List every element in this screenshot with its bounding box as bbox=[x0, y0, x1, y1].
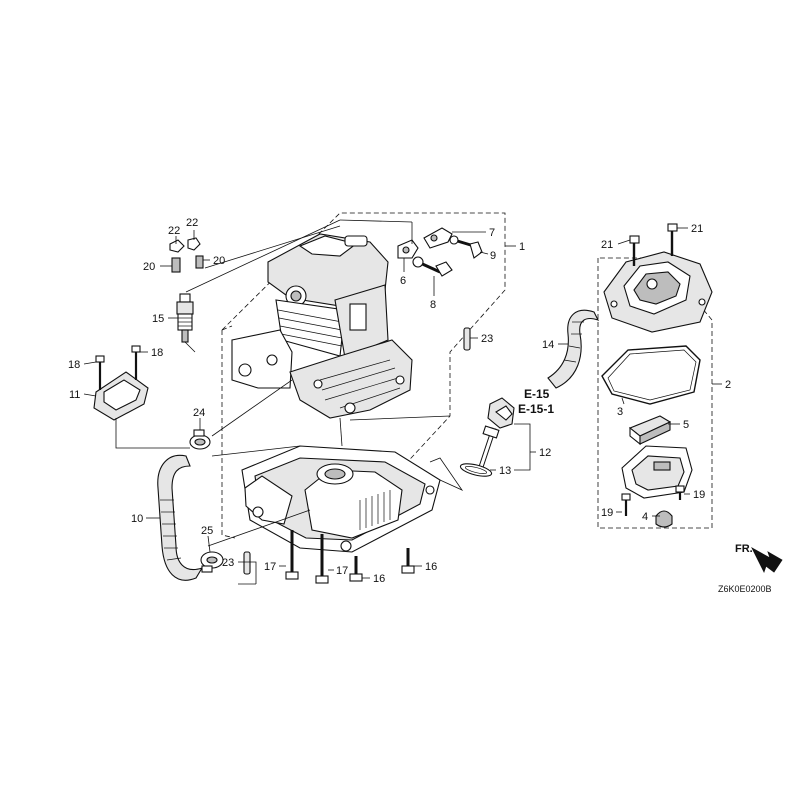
callout-17a: 17 bbox=[264, 561, 276, 573]
callout-22a: 22 bbox=[168, 225, 180, 237]
front-label: FR. bbox=[735, 543, 753, 555]
callout-13: 13 bbox=[499, 465, 511, 477]
rocker-arm-7 bbox=[423, 227, 453, 249]
rocker-arm-6 bbox=[397, 239, 419, 259]
bolt-16-right bbox=[401, 548, 415, 574]
cylinder-block bbox=[231, 233, 413, 419]
callout-10: 10 bbox=[131, 513, 143, 525]
callout-7: 7 bbox=[489, 227, 495, 239]
oil-pan bbox=[241, 417, 441, 553]
callout-16a: 16 bbox=[373, 573, 385, 585]
callout-4: 4 bbox=[642, 511, 648, 523]
callout-5: 5 bbox=[683, 419, 689, 431]
breather-tube-14 bbox=[547, 309, 600, 389]
callout-24: 24 bbox=[193, 407, 205, 419]
diagram-id: Z6K0E0200B bbox=[718, 584, 772, 594]
ref-e15-1: E-15-1 bbox=[518, 402, 554, 416]
callout-11: 11 bbox=[69, 389, 80, 401]
bolt-21-left bbox=[629, 235, 640, 266]
bolt-18-right bbox=[131, 345, 141, 380]
callout-14: 14 bbox=[542, 339, 554, 351]
callout-20b: 20 bbox=[213, 255, 225, 267]
bolt-18-left bbox=[95, 355, 105, 390]
callout-9: 9 bbox=[490, 250, 496, 262]
callout-18a: 18 bbox=[68, 359, 80, 371]
bolt-21-right bbox=[667, 223, 678, 256]
bolt-17-left bbox=[285, 530, 299, 580]
rocker-pivot-8 bbox=[412, 256, 453, 277]
cover-plate-11 bbox=[93, 371, 149, 421]
cross-references: E-15 E-15-1 bbox=[518, 387, 554, 416]
callout-12: 12 bbox=[539, 447, 551, 459]
bolt-19-right bbox=[675, 485, 685, 500]
arrow-right-down-icon bbox=[751, 547, 783, 574]
callout-21b: 21 bbox=[691, 223, 703, 235]
callout-21a: 21 bbox=[601, 239, 613, 251]
head-cover-gasket bbox=[601, 345, 701, 405]
hose-clamp-24 bbox=[189, 429, 211, 450]
callout-18b: 18 bbox=[151, 347, 163, 359]
spark-plug-15 bbox=[176, 293, 196, 353]
callout-8: 8 bbox=[430, 299, 436, 311]
callout-23b: 23 bbox=[222, 557, 234, 569]
bolt-17-right bbox=[315, 534, 329, 584]
hose-clamp-25 bbox=[200, 551, 224, 573]
oil-filler-cap-12 bbox=[477, 397, 515, 471]
bolt-16-left bbox=[349, 556, 363, 582]
callout-6: 6 bbox=[400, 275, 406, 287]
nut-22-left bbox=[169, 239, 185, 253]
callout-19a: 19 bbox=[601, 507, 613, 519]
ref-e15: E-15 bbox=[524, 387, 550, 401]
callout-1: 1 bbox=[519, 241, 525, 253]
bolt-19-left bbox=[621, 493, 631, 516]
callout-25: 25 bbox=[201, 525, 213, 537]
callout-2: 2 bbox=[725, 379, 731, 391]
callout-3: 3 bbox=[617, 406, 623, 418]
nut-22-right bbox=[187, 237, 201, 251]
stud-20-right bbox=[195, 255, 204, 269]
callout-17b: 17 bbox=[336, 565, 348, 577]
callout-23a: 23 bbox=[481, 333, 493, 345]
callout-labels: 1 2 3 4 5 6 7 8 9 10 11 12 13 14 15 16 1… bbox=[68, 217, 731, 585]
drain-hose-10 bbox=[157, 454, 204, 581]
callout-19b: 19 bbox=[693, 489, 705, 501]
grommet-4 bbox=[655, 510, 673, 528]
dowel-pin-23-top bbox=[463, 327, 471, 351]
o-ring-13 bbox=[459, 463, 493, 477]
breather-plate bbox=[621, 445, 693, 499]
callout-15: 15 bbox=[152, 313, 164, 325]
rocker-pivot-9 bbox=[449, 235, 483, 259]
dowel-pin-23-bottom bbox=[243, 551, 251, 575]
callout-20a: 20 bbox=[143, 261, 155, 273]
callout-16b: 16 bbox=[425, 561, 437, 573]
leader-lines bbox=[83, 219, 722, 585]
head-cover bbox=[603, 251, 713, 333]
front-indicator: FR. bbox=[735, 543, 783, 574]
callout-22b: 22 bbox=[186, 217, 198, 229]
stud-20-left bbox=[171, 257, 181, 273]
separator-pad-5 bbox=[628, 415, 672, 446]
